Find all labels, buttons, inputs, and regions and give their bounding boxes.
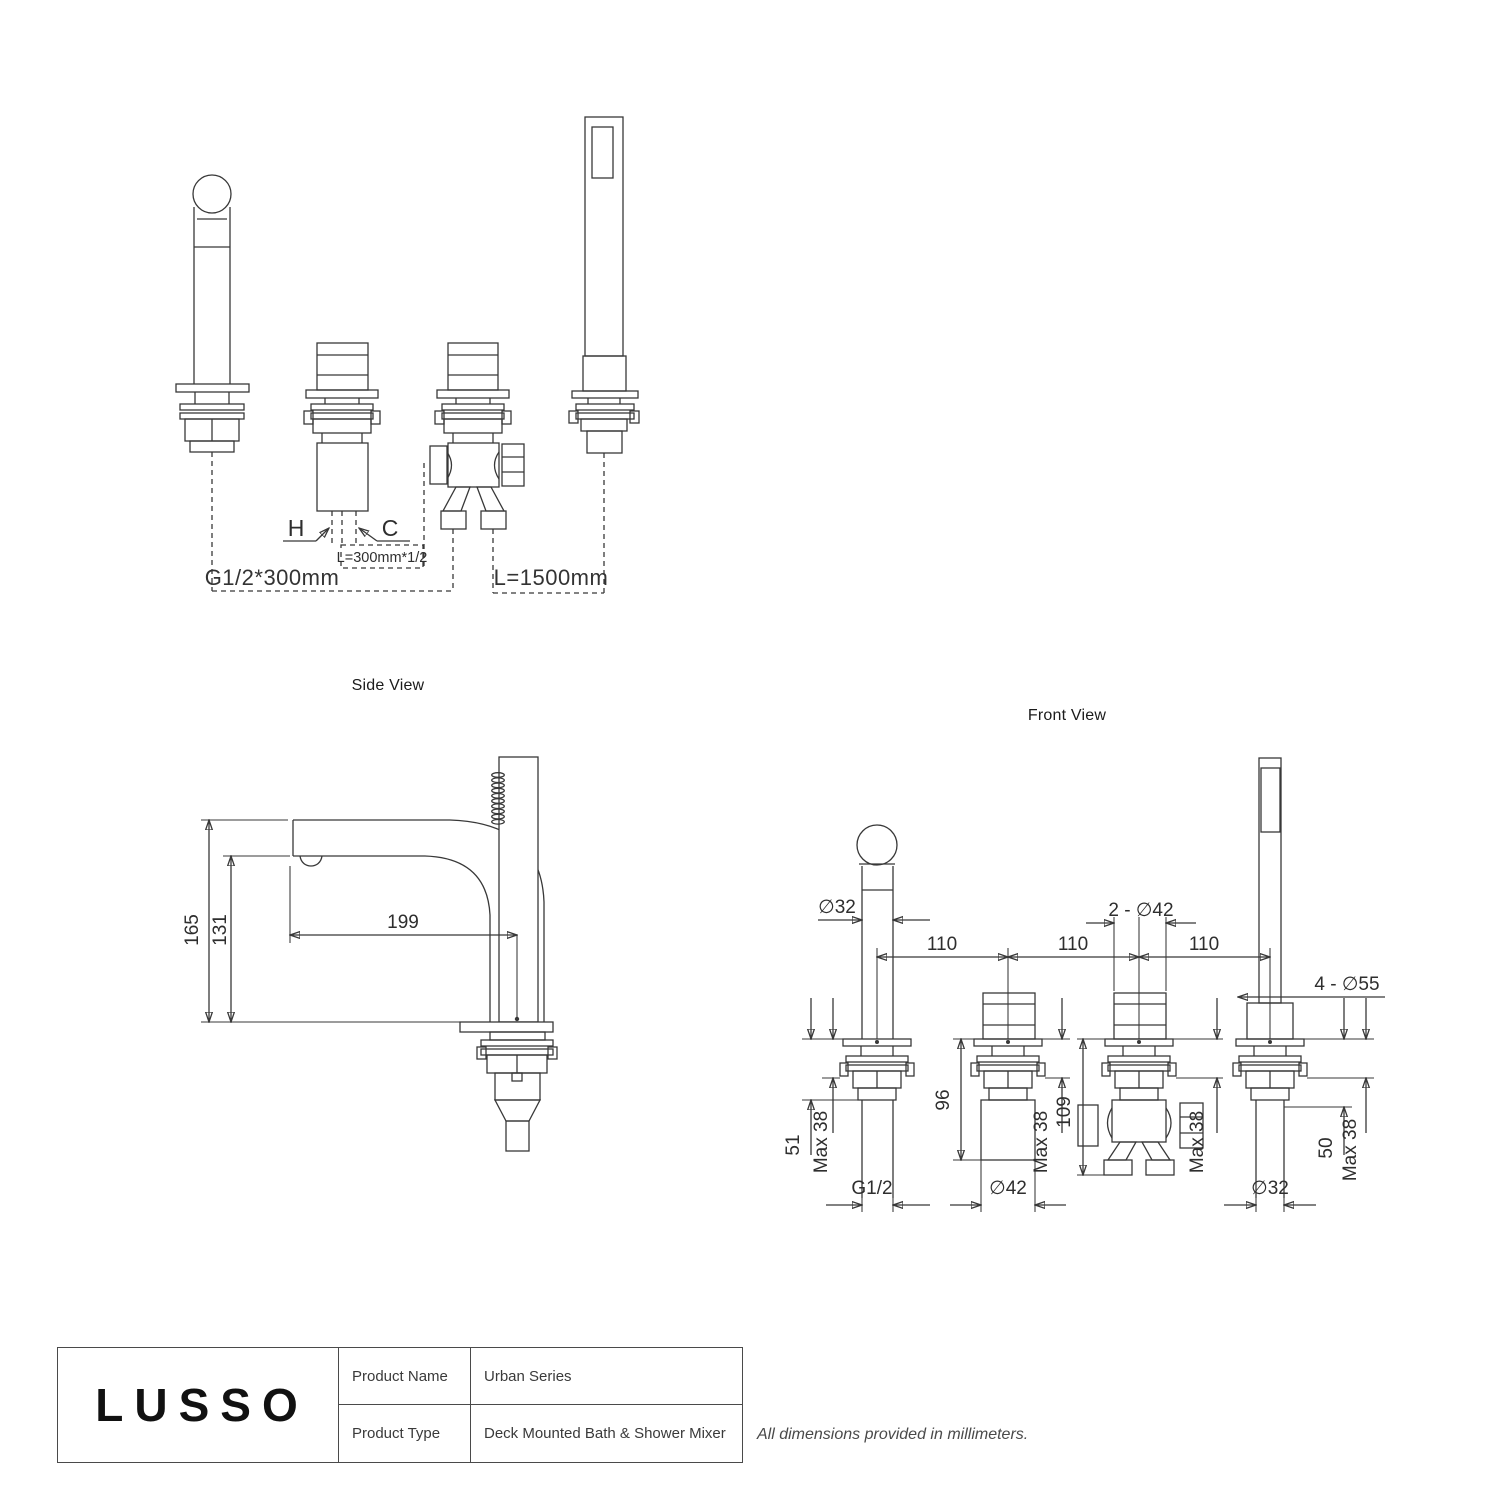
dim-spout-thread: G1/2	[851, 1178, 892, 1199]
product-type-value: Deck Mounted Bath & Shower Mixer	[484, 1425, 726, 1442]
dim-handle-depth: 96	[933, 1089, 954, 1110]
spray-face-dots	[591, 126, 614, 179]
cold-label: C	[382, 515, 399, 541]
side-view-faucet-drawing	[292, 756, 558, 1152]
inlet-size-label: G1/2*300mm	[205, 565, 340, 590]
product-name-value: Urban Series	[471, 1348, 742, 1405]
hot-label: H	[288, 515, 305, 541]
title-block: LUSSO Product Name Urban Series Product …	[57, 1347, 743, 1463]
dim-spacing-3: 110	[1189, 934, 1219, 955]
dim-reach: 199	[387, 912, 419, 933]
side-view: Side View	[182, 677, 558, 1152]
spout-front-drawing	[839, 824, 915, 1198]
diverter-install-drawing	[429, 342, 525, 530]
dim-spout-diameter: ∅32	[818, 897, 856, 918]
spout-aerator-nub	[299, 855, 323, 867]
dim-flange-diameter: 4 - ∅55	[1314, 974, 1379, 995]
front-view: Front View	[783, 707, 1385, 1212]
dim-max-deck-4: Max 38	[1340, 1119, 1361, 1181]
dim-max-deck-3: Max 38	[1187, 1111, 1208, 1173]
side-view-dimensions: 165 131 199	[182, 820, 520, 1022]
side-view-title: Side View	[352, 677, 425, 694]
hose-length-label: L=300mm*1/2	[337, 550, 428, 566]
dim-spout-depth: 51	[783, 1134, 804, 1155]
brand-logo: LUSSO	[58, 1348, 339, 1462]
connection-dashed-lines	[211, 452, 605, 594]
handshower-wand-side	[498, 756, 539, 1023]
front-view-title: Front View	[1028, 707, 1106, 724]
dim-spacing-1: 110	[927, 934, 957, 955]
dim-handle-diameter: ∅42	[989, 1178, 1027, 1199]
dim-diverter-depth: 109	[1054, 1096, 1075, 1128]
installation-view: H C L=300mm*1/2 G1/2*300mm L=1500mm	[175, 116, 640, 594]
dim-shower-diameter: ∅32	[1251, 1178, 1289, 1199]
product-type-label: Product Type	[339, 1405, 471, 1462]
handle-front-drawing	[970, 992, 1046, 1161]
spout-install-drawing	[175, 174, 250, 453]
dim-max-deck-2: Max 38	[1031, 1111, 1052, 1173]
dim-height-spout: 131	[210, 914, 231, 946]
shower-hose-length-label: L=1500mm	[494, 565, 609, 590]
dim-handle-diameter-top: 2 - ∅42	[1108, 900, 1173, 921]
dim-spacing-2: 110	[1058, 934, 1088, 955]
dim-height-total: 165	[182, 914, 203, 946]
product-name-label: Product Name	[339, 1348, 471, 1405]
front-view-dimensions	[802, 917, 1385, 1212]
dimensions-note: All dimensions provided in millimeters.	[757, 1426, 1029, 1443]
hot-cold-leaders	[283, 528, 410, 542]
spray-face-dots	[1260, 767, 1281, 833]
diverter-front-drawing	[1077, 992, 1204, 1176]
hose-spring-coil	[491, 772, 505, 825]
dim-shower-depth: 50	[1316, 1137, 1337, 1158]
handle-install-drawing	[303, 342, 381, 512]
hand-shower-install-drawing	[568, 116, 640, 454]
dim-max-deck-1: Max 38	[811, 1111, 832, 1173]
